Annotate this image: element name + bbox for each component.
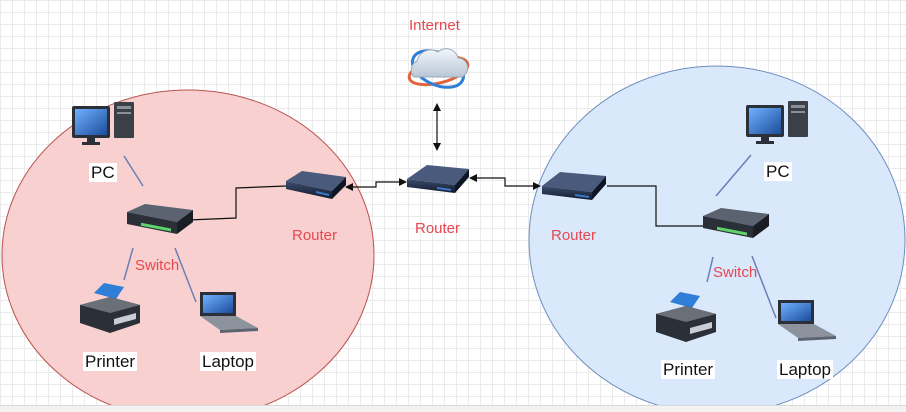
left-router-icon (286, 171, 346, 199)
left-network-zone (1, 89, 375, 411)
right-links (706, 154, 777, 319)
right-router-icon (542, 172, 606, 200)
left-switch-label: Switch (135, 257, 180, 274)
internet-cloud-icon (407, 48, 470, 89)
right-switch-laptop-link (751, 255, 777, 319)
left-switch-laptop-link (174, 247, 197, 303)
left-pc-icon (72, 102, 134, 145)
left-switch-printer-link (123, 247, 134, 281)
left-router-label: Router (292, 227, 338, 244)
left-pc-label: PC (89, 163, 117, 182)
left-printer-icon (80, 283, 140, 333)
right-switch-label: Switch (713, 264, 758, 281)
center-router-right-router-link (469, 174, 541, 190)
right-pc-switch-link (715, 154, 752, 197)
left-switch-icon (127, 204, 193, 234)
center-router-label: Router (415, 220, 461, 237)
right-printer-label: Printer (661, 360, 716, 379)
right-switch-icon (703, 208, 769, 238)
left-laptop-icon (200, 292, 258, 333)
left-laptop-label: Laptop (200, 352, 256, 371)
right-switch-printer-link (706, 256, 714, 283)
right-pc-label: PC (764, 162, 792, 181)
right-laptop-label: Laptop (777, 360, 833, 379)
right-router-switch-cable (607, 185, 707, 227)
right-printer-icon (656, 292, 716, 342)
canvas-bottom-edge (0, 405, 906, 412)
left-links (123, 155, 197, 303)
left-router-center-router-link (345, 178, 407, 191)
left-pc-switch-link (123, 155, 144, 187)
right-pc-icon (746, 101, 808, 144)
center-router-icon (407, 165, 469, 193)
left-switch-router-cable (187, 185, 287, 221)
internet-label: Internet (409, 17, 460, 34)
right-laptop-icon (778, 300, 836, 341)
left-printer-label: Printer (83, 352, 138, 371)
right-router-label: Router (551, 227, 597, 244)
